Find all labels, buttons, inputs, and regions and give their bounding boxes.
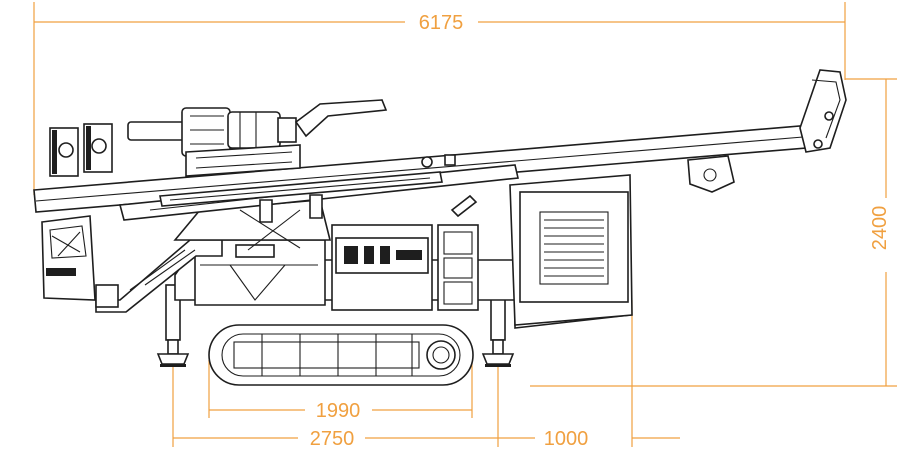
power-pack: [509, 174, 633, 326]
rotary-head: [127, 99, 388, 177]
dimension-rear-overhang: 1000: [498, 300, 680, 450]
side-panel: [437, 224, 479, 311]
mast-crown: [799, 69, 847, 153]
rear-overhang-label: 1000: [544, 428, 589, 450]
hydraulic-cylinders: [159, 171, 478, 251]
rig-machine: [33, 69, 847, 386]
overall-length-label: 6175: [419, 12, 464, 34]
rod-handler: [41, 215, 119, 308]
dimension-outrigger-span: 2750: [172, 365, 499, 450]
dimension-height: 2400: [530, 78, 897, 387]
front-clamps: [49, 123, 113, 177]
height-label: 2400: [869, 206, 891, 251]
control-panel: [331, 224, 433, 311]
outrigger-span-label: 2750: [310, 428, 355, 450]
dimension-track-length: 1990: [208, 360, 473, 422]
crawler-track: [208, 324, 474, 386]
track-length-label: 1990: [316, 400, 361, 422]
dimension-overall-length: 6175: [33, 2, 846, 195]
